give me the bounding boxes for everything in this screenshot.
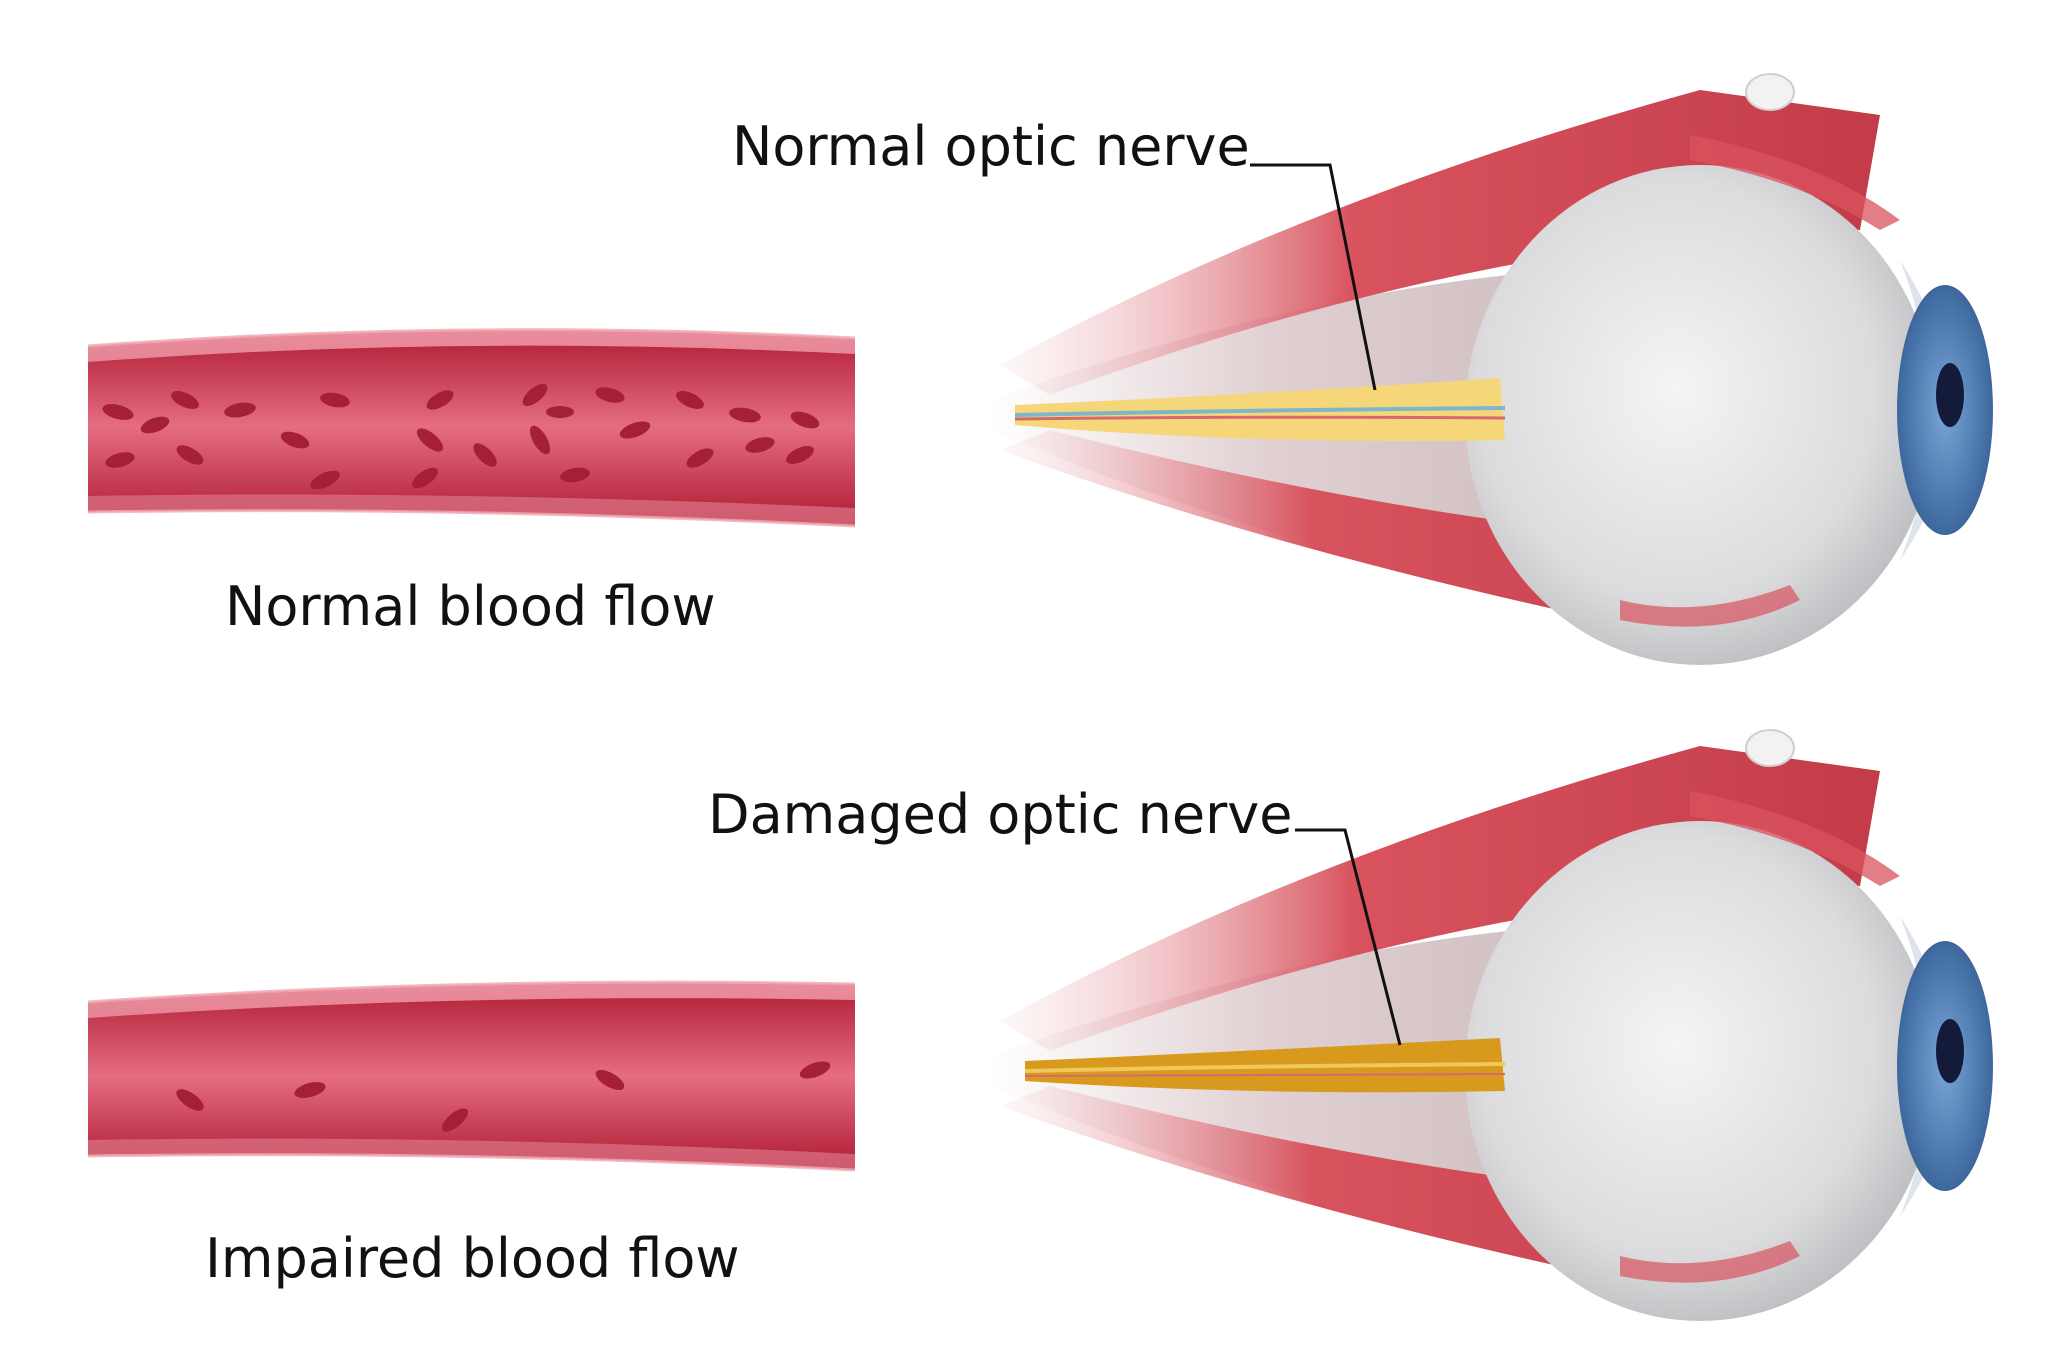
label-impaired-blood-flow: Impaired blood flow	[205, 1227, 740, 1290]
normal-blood-vessel	[86, 328, 857, 528]
eye-normal	[989, 73, 1994, 666]
label-damaged-optic-nerve: Damaged optic nerve	[708, 783, 1293, 846]
impaired-blood-vessel	[86, 980, 857, 1172]
label-normal-blood-flow: Normal blood flow	[225, 575, 716, 638]
leader-line-damaged	[1295, 828, 1402, 1046]
leader-line-normal	[1250, 163, 1377, 391]
eye-damaged	[989, 729, 1994, 1322]
label-normal-optic-nerve: Normal optic nerve	[732, 115, 1250, 178]
